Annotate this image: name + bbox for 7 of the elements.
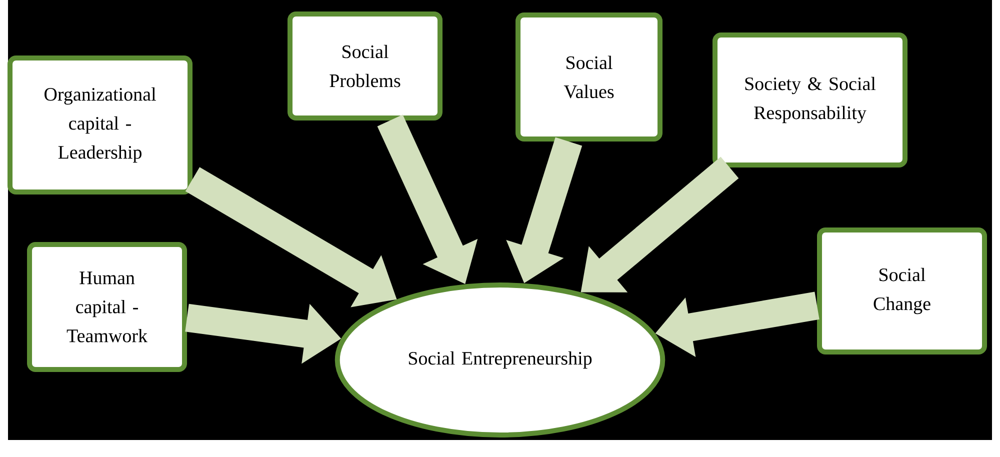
text-box: Social Values: [516, 12, 662, 142]
ellipse-node: Social Entrepreneurship: [334, 282, 666, 438]
text-box: Social Change: [817, 228, 987, 354]
text-box: Human capital - Teamwork: [27, 242, 188, 372]
text-box: Social Problems: [288, 12, 442, 120]
text-box: Society & Social Responsability: [712, 32, 908, 168]
text-box: Organizational capital - Leadership: [8, 56, 193, 194]
